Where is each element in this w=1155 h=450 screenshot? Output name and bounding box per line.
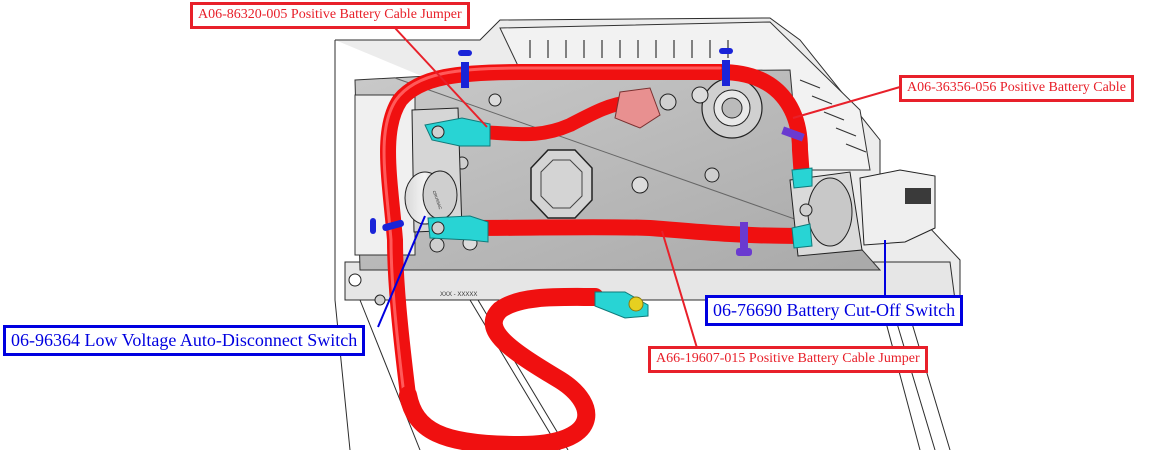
callout-jumper-015: A66-19607-015 Positive Battery Cable Jum…	[648, 346, 928, 373]
cables	[380, 64, 810, 450]
lvd-knob-text: CRUSSAC	[432, 190, 443, 210]
leader-lvd-switch	[377, 215, 426, 328]
cable-s-loop	[399, 287, 604, 450]
callout-cutoff-switch: 06-76690 Battery Cut-Off Switch	[705, 295, 964, 326]
callout-cable-056: A06-36356-056 Positive Battery Cable	[899, 75, 1134, 102]
cable-056	[380, 64, 810, 403]
terminals	[424, 87, 813, 319]
leader-lines	[377, 27, 901, 349]
lvd-switch-body: CRUSSAC	[404, 107, 463, 233]
box-ribs	[529, 40, 867, 153]
leader-cable-056	[792, 86, 901, 119]
cable-005	[473, 95, 637, 142]
panel-stamp: XXX - XXXXX	[440, 292, 477, 298]
leader-jumper-015	[661, 230, 698, 349]
callout-lvd-switch: 06-96364 Low Voltage Auto-Disconnect Swi…	[3, 325, 366, 356]
callout-jumper-005: A06-86320-005 Positive Battery Cable Jum…	[190, 2, 470, 29]
leader-jumper-005	[394, 27, 488, 128]
cable-056-highlight	[382, 66, 722, 397]
cable-015	[462, 219, 808, 244]
cable-ties	[370, 48, 805, 256]
